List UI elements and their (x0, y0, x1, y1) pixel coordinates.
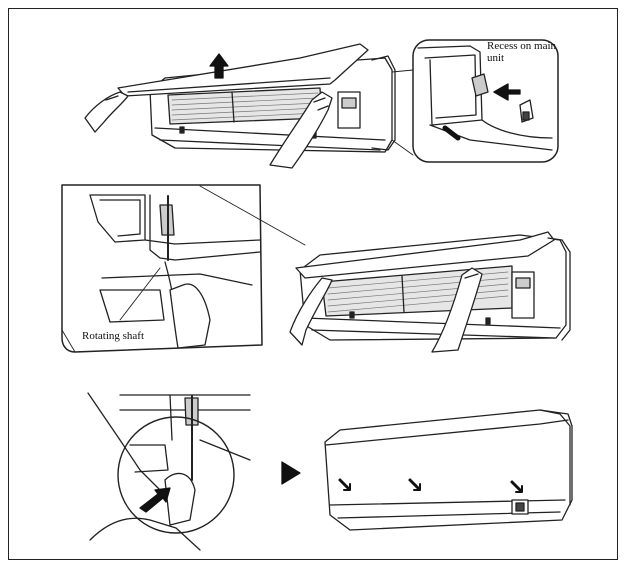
step1-detail-callout (391, 39, 559, 163)
play-triangle-icon (281, 461, 301, 485)
up-arrow-icon (209, 53, 229, 79)
step1-air-conditioner (84, 43, 396, 169)
left-arrow-icon (493, 83, 521, 101)
step3-detail-closeup (87, 392, 251, 551)
step2-air-conditioner (289, 231, 571, 353)
recess-label: Recess on main unit (487, 40, 557, 64)
rotating-shaft-label: Rotating shaft (82, 330, 145, 342)
step2-detail-callout (61, 184, 306, 353)
down-right-arrow-icon (139, 487, 171, 513)
step3-air-conditioner (324, 409, 573, 531)
